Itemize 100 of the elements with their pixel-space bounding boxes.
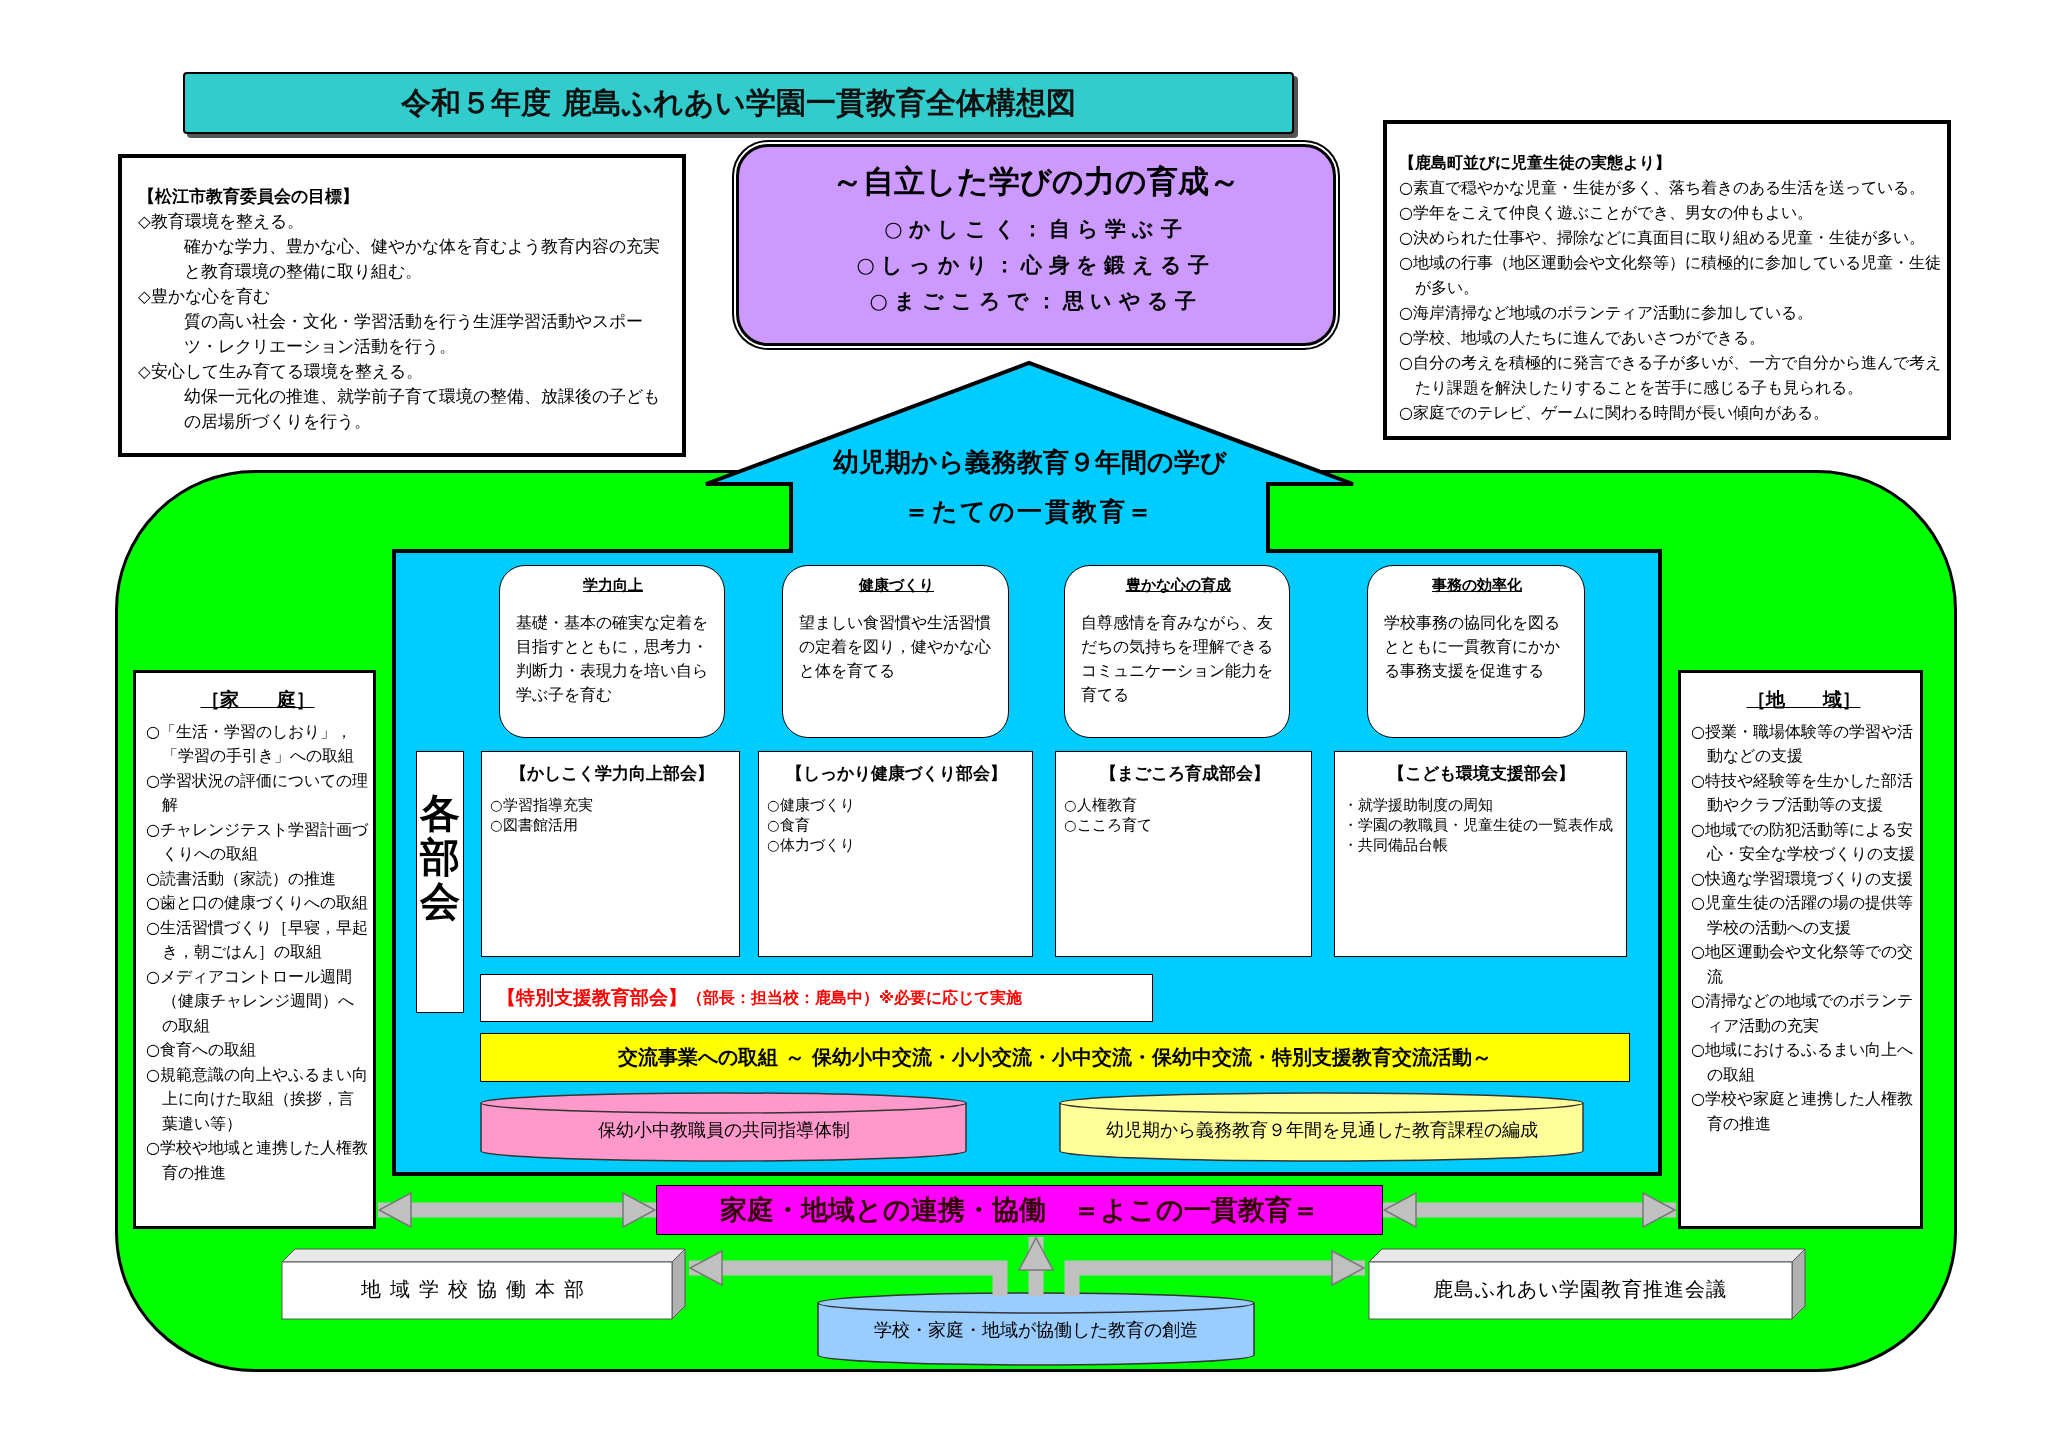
goal-item: ◇安心して生み育てる環境を整える。 bbox=[138, 361, 424, 383]
goal-card bbox=[1064, 565, 1290, 738]
card-heading: 健康づくり bbox=[859, 576, 934, 595]
cylinder-shape bbox=[817, 1292, 1255, 1366]
committee-heading: 【特別支援教育部会】 bbox=[497, 985, 687, 1010]
committee-heading: 【まごころ育成部会】 bbox=[1098, 762, 1271, 785]
support-item: ○快適な学習環境づくりの支援 bbox=[1691, 867, 1914, 890]
goal-panel bbox=[118, 154, 686, 457]
card-description: 望ましい食習慣や生活習慣の定着を図り，健やかな心と体を育てる bbox=[799, 613, 992, 682]
fact-item: ○素直で穏やかな児童・生徒が多く、落ち着きのある生活を送っている。 bbox=[1399, 177, 1926, 199]
school-panel bbox=[392, 549, 1662, 1176]
double-arrow bbox=[1383, 1192, 1676, 1228]
cylinder-shape bbox=[480, 1092, 967, 1162]
panel-heading: 【鹿島町並びに児童生徒の実態より】 bbox=[1399, 152, 1672, 174]
arrow bbox=[1064, 1250, 1365, 1296]
goal-item: ◇豊かな心を育む bbox=[138, 286, 271, 308]
committee-heading: 【しっかり健康づくり部会】 bbox=[785, 762, 1008, 785]
committee-heading: 【かしこく学力向上部会】 bbox=[508, 762, 715, 785]
committee-box bbox=[481, 751, 740, 957]
card-heading: 事務の効率化 bbox=[1432, 576, 1522, 595]
heading: ～自立した学びの力の育成～ bbox=[831, 162, 1241, 201]
committee-item: ○学習指導充実 bbox=[490, 796, 594, 815]
goal-item: ○かしこく：自ら学ぶ子 bbox=[884, 216, 1188, 243]
box-label: 地域学校協働本部 bbox=[359, 1276, 594, 1303]
support-panel bbox=[1678, 670, 1923, 1229]
cylinder-label: 学校・家庭・地域が協働した教育の創造 bbox=[873, 1319, 1199, 1342]
arrow bbox=[1018, 1237, 1054, 1296]
support-item: ○生活習慣づくり［早寝，早起き，朝ごはん］の取組 bbox=[146, 916, 369, 963]
goal-item: ○しっかり：心身を鍛える子 bbox=[856, 252, 1216, 279]
card-heading: 学力向上 bbox=[583, 576, 643, 595]
support-item: ○学校や家庭と連携した人権教育の推進 bbox=[1691, 1088, 1914, 1135]
card-description: 基礎・基本の確実な定着を目指すとともに，思考力・判断力・表現力を培い自ら学ぶ子を育む bbox=[516, 613, 709, 706]
fact-item: ○海岸清掃など地域のボランティア活動に参加している。 bbox=[1399, 302, 1814, 324]
support-item: ○規範意識の向上やふるまい向上に向けた取組（挨拶，言葉遣い等） bbox=[146, 1063, 369, 1135]
committee-item: ○こころ育て bbox=[1064, 816, 1153, 835]
vertical-heading: 各部会 bbox=[420, 791, 460, 923]
goal-card bbox=[499, 565, 725, 738]
goal-description: 確かな学力、豊かな心、健やかな体を育むよう教育内容の充実と教育環境の整備に取り組む。 bbox=[183, 236, 661, 283]
support-item: ○メディアコントロール週間（健康チャレンジ週間）への取組 bbox=[146, 965, 355, 1037]
fact-item: ○決められた仕事や、掃除などに真面目に取り組める児童・生徒が多い。 bbox=[1399, 227, 1926, 249]
committee-box bbox=[758, 751, 1033, 957]
cylinder-label: 幼児期から義務教育９年間を見通した教育課程の編成 bbox=[1104, 1119, 1539, 1142]
double-arrow bbox=[378, 1192, 656, 1228]
goal-item: ○まごころで：思いやる子 bbox=[869, 288, 1203, 315]
goal-description: 質の高い社会・文化・学習活動を行う生涯学習活動やスポーツ・レクリエーション活動を行う。 bbox=[183, 311, 644, 358]
arrow-text: 幼児期から義務教育９年間の学び bbox=[831, 446, 1228, 479]
committee-item: ○人権教育 bbox=[1064, 796, 1138, 815]
cooperation-bar bbox=[656, 1185, 1383, 1235]
committee-heading: 【こども環境支援部会】 bbox=[1387, 762, 1576, 785]
cylinder-label: 保幼小中教職員の共同指導体制 bbox=[596, 1119, 851, 1142]
fact-item: ○学校、地域の人たちに進んであいさつができる。 bbox=[1399, 327, 1766, 349]
goal-item: ◇教育環境を整える。 bbox=[138, 211, 305, 233]
vertical-label-box bbox=[416, 751, 464, 1013]
support-item: ○学校や地域と連携した人権教育の推進 bbox=[146, 1137, 369, 1184]
fact-item: ○自分の考えを積極的に発言できる子が多いが、一方で自分から進んで考えたり課題を解決したりすることを苦手に感じる子も見られる。 bbox=[1399, 352, 1941, 399]
committee-item: ・就学援助制度の周知 bbox=[1343, 796, 1494, 815]
support-item: ○特技や経験等を生かした部活動やクラブ活動等の支援 bbox=[1691, 769, 1914, 816]
card-description: 自尊感情を育みながら、友だちの気持ちを理解できるコミュニケーション能力を育てる bbox=[1081, 613, 1274, 706]
card-heading: 豊かな心の育成 bbox=[1125, 576, 1231, 595]
exchange-bar bbox=[480, 1033, 1630, 1082]
committee-box bbox=[1055, 751, 1312, 957]
bar-text: 交流事業への取組 ～ 保幼小中交流・小小交流・小中交流・保幼中交流・特別支援教育交流活動～ bbox=[618, 1045, 1492, 1071]
committee-item: ○健康づくり bbox=[767, 796, 856, 815]
fact-item: ○家庭でのテレビ、ゲームに関わる時間が長い傾向がある。 bbox=[1399, 402, 1830, 424]
cylinder-shape bbox=[1059, 1092, 1584, 1162]
panel-heading: ［地 域］ bbox=[1746, 687, 1861, 712]
support-item: ○地区運動会や文化祭等での交流 bbox=[1691, 941, 1914, 988]
committee-box bbox=[1334, 751, 1627, 957]
facts-panel bbox=[1383, 120, 1951, 440]
support-item: ○食育への取組 bbox=[146, 1039, 257, 1061]
support-item: ○清掃などの地域でのボランティア活動の充実 bbox=[1691, 990, 1914, 1037]
support-item: ○地域での防犯活動等による安心・安全な学校づくりの支援 bbox=[1691, 818, 1916, 865]
support-item: ○「生活・学習のしおり」，「学習の手引き」への取組 bbox=[146, 720, 355, 767]
arrow-text: ＝たての一貫教育＝ bbox=[903, 496, 1156, 528]
panel-heading: ［家 庭］ bbox=[200, 687, 315, 712]
goal-card bbox=[782, 565, 1009, 738]
support-item: ○チャレンジテスト学習計画づくりへの取組 bbox=[146, 818, 369, 865]
box-label: 鹿島ふれあい学園教育推進会議 bbox=[1432, 1276, 1728, 1303]
special-committee-box bbox=[480, 974, 1153, 1022]
support-item: ○地域におけるふるまい向上への取組 bbox=[1691, 1039, 1914, 1086]
panel-heading: 【松江市教育委員会の目標】 bbox=[138, 186, 360, 208]
committee-item: ・共同備品台帳 bbox=[1343, 836, 1449, 855]
goal-description: 幼保一元化の推進、就学前子育て環境の整備、放課後の子どもの居場所づくりを行う。 bbox=[183, 386, 661, 433]
card-description: 学校事務の協同化を図るとともに一貫教育にかかる事務支援を促進する bbox=[1384, 613, 1561, 682]
support-item: ○学習状況の評価についての理解 bbox=[146, 769, 369, 816]
support-panel bbox=[133, 670, 376, 1229]
bar-text: 家庭・地域との連携・協働 ＝よこの一貫教育＝ bbox=[720, 1193, 1319, 1227]
committee-item: ○図書館活用 bbox=[490, 816, 579, 835]
support-item: ○読書活動（家読）の推進 bbox=[146, 867, 337, 890]
committee-item: ・学園の教職員・児童生徒の一覧表作成 bbox=[1343, 816, 1614, 835]
committee-item: ○体力づくり bbox=[767, 836, 856, 855]
fact-item: ○地域の行事（地区運動会や文化祭等）に積極的に参加している児童・生徒が多い。 bbox=[1399, 252, 1941, 299]
committee-item: ○食育 bbox=[767, 816, 811, 835]
committee-note: （部長：担当校：鹿島中）※必要に応じて実施 bbox=[687, 987, 1023, 1009]
support-item: ○児童生徒の活躍の場の提供等学校の活動への支援 bbox=[1691, 892, 1914, 939]
goal-card bbox=[1367, 565, 1585, 738]
arrow bbox=[689, 1250, 1008, 1296]
fact-item: ○学年をこえて仲良く遊ぶことができ、男女の仲もよい。 bbox=[1399, 202, 1814, 224]
up-arrow bbox=[706, 363, 1353, 553]
support-item: ○歯と口の健康づくりへの取組 bbox=[146, 892, 369, 914]
